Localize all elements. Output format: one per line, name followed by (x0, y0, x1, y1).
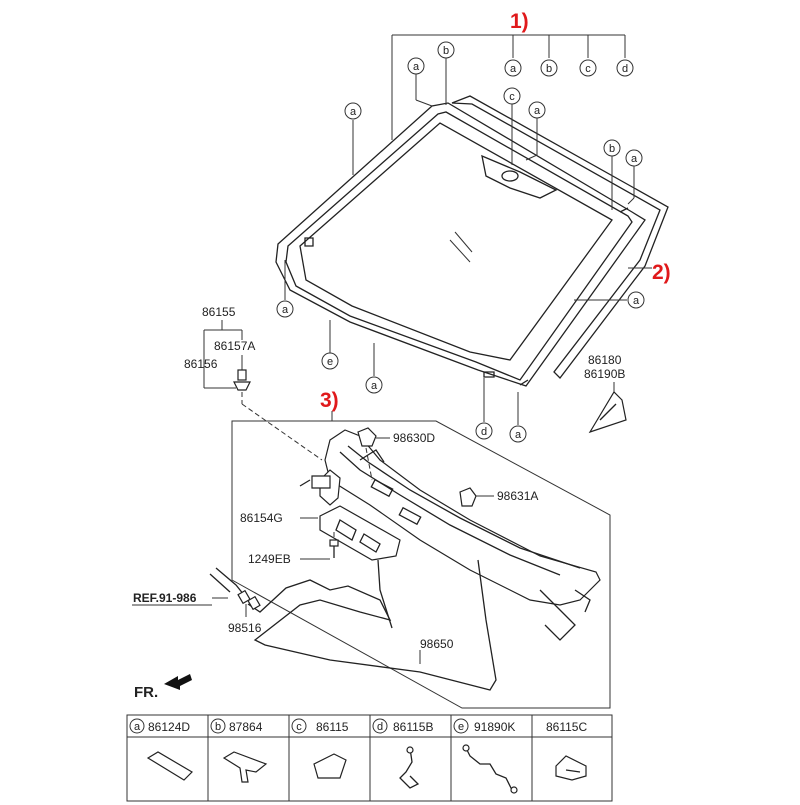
grommet-98630D (357, 427, 390, 481)
part-86115B-icon (399, 747, 420, 789)
svg-text:b: b (609, 143, 615, 155)
svg-text:a: a (631, 153, 638, 165)
legend-cell-1: a 86124D (129, 718, 190, 734)
svg-text:d: d (481, 426, 487, 438)
svg-text:a: a (510, 63, 517, 75)
callout-c-1: c (579, 59, 597, 77)
callout-a-9: a (627, 291, 645, 309)
svg-text:b: b (443, 45, 449, 57)
part-86154G: 86154G (240, 511, 283, 525)
cowl-top-cover (324, 429, 601, 641)
callout-a-3: a (344, 102, 362, 120)
svg-text:d: d (377, 721, 383, 733)
cowl-box (231, 411, 611, 709)
grommet-98631A (459, 487, 494, 507)
svg-text:86115: 86115 (316, 720, 349, 734)
part-86124D-icon (146, 751, 193, 781)
callout-e-1: e (321, 352, 339, 370)
legend-cell-6: 86115C (546, 720, 587, 734)
callout-a-6: a (276, 300, 294, 318)
group-label-2: 2) (652, 261, 671, 284)
part-86180: 86180 (588, 353, 622, 367)
part-86155: 86155 (202, 305, 236, 319)
svg-text:d: d (622, 63, 628, 75)
callout-a-2: a (407, 57, 425, 75)
windshield-glass (275, 102, 646, 387)
svg-text:c: c (509, 91, 515, 103)
group-label-1: 1) (510, 10, 529, 33)
part-87864-icon (222, 751, 268, 783)
callout-d-2: d (475, 422, 493, 440)
windshield-molding (451, 95, 669, 379)
svg-text:b: b (215, 721, 221, 733)
part-98630D: 98630D (393, 431, 435, 445)
svg-text:e: e (458, 721, 464, 733)
callout-a-4: a (528, 101, 546, 119)
part-86115C-icon (555, 755, 587, 781)
callout-b-2: b (437, 41, 455, 59)
legend-cell-3: c 86115 (291, 718, 349, 734)
callout-a-8: a (509, 425, 527, 443)
part-91890K-icon (465, 747, 513, 791)
group-label-3: 3) (320, 389, 339, 412)
svg-text:c: c (585, 63, 591, 75)
legend-table: a 86124D b 87864 c 86115 d 86115B e 9189… (126, 714, 613, 802)
svg-text:a: a (515, 429, 522, 441)
callout-a-1: a (504, 59, 522, 77)
svg-text:87864: 87864 (229, 720, 263, 734)
callout-b-1: b (540, 59, 558, 77)
svg-text:c: c (296, 721, 302, 733)
svg-text:a: a (282, 304, 289, 316)
callout-d-1: d (616, 59, 634, 77)
part-86156: 86156 (184, 357, 218, 371)
callout-a-7: a (365, 376, 383, 394)
part-98650: 98650 (420, 637, 454, 651)
svg-text:a: a (350, 106, 357, 118)
svg-text:91890K: 91890K (474, 720, 515, 734)
bolt-1249EB (300, 532, 339, 560)
svg-text:a: a (134, 721, 141, 733)
svg-text:86115C: 86115C (546, 720, 587, 734)
legend-cell-5: e 91890K (453, 718, 515, 734)
bracket-1 (391, 34, 626, 140)
front-label: FR. (134, 684, 158, 701)
svg-text:86115B: 86115B (393, 720, 433, 734)
front-arrow-icon (164, 674, 192, 690)
svg-text:e: e (327, 356, 333, 368)
svg-text:a: a (633, 295, 640, 307)
clip-bracket (203, 320, 323, 461)
svg-text:a: a (371, 380, 378, 392)
part-86190B: 86190B (584, 367, 625, 381)
windshield-leaders (284, 58, 652, 425)
washer-hose (209, 559, 497, 691)
bracket-86154G (300, 505, 401, 561)
ref-91-986: REF.91-986 (133, 591, 197, 605)
part-1249EB: 1249EB (248, 552, 291, 566)
part-98631A: 98631A (497, 489, 538, 503)
part-86115-icon (313, 753, 347, 779)
part-86157A: 86157A (214, 339, 255, 353)
svg-text:b: b (546, 63, 552, 75)
legend-cell-4: d 86115B (372, 718, 433, 734)
side-cover (588, 382, 627, 434)
legend-cell-2: b 87864 (210, 718, 263, 734)
callout-c-2: c (503, 87, 521, 105)
callout-a-5: a (625, 149, 643, 167)
cowl-panel (299, 469, 341, 506)
svg-text:a: a (413, 61, 420, 73)
part-98516: 98516 (228, 621, 262, 635)
svg-text:a: a (534, 105, 541, 117)
svg-text:86124D: 86124D (148, 720, 190, 734)
callout-b-3: b (603, 139, 621, 157)
